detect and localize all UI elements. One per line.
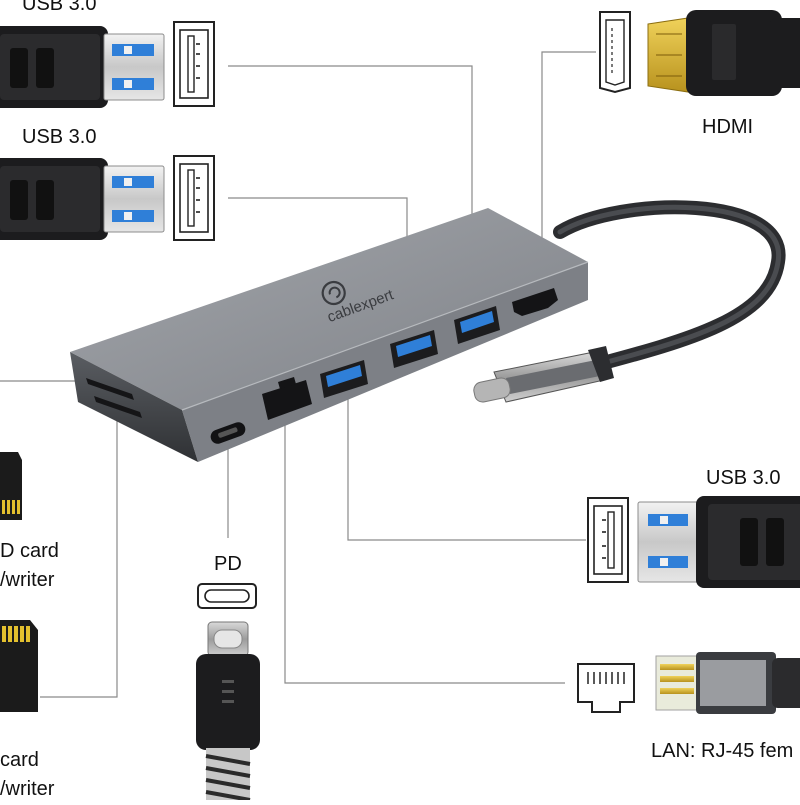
- usb-plug-right: [637, 496, 800, 588]
- rj45-plug: [655, 652, 800, 714]
- hub-usb-port-1: [320, 360, 368, 398]
- callout-hdmi: [541, 51, 596, 290]
- label-usb-second: USB 3.0: [22, 126, 97, 148]
- hub-rj45-port: [262, 377, 312, 420]
- callout-rj45: [284, 410, 565, 684]
- hub-left-face: [70, 352, 198, 462]
- hub-cable: [553, 200, 786, 373]
- label-sd-line1: D card: [0, 540, 59, 562]
- label-usb-right: USB 3.0: [706, 467, 781, 489]
- rj45-port-icon: [577, 663, 635, 713]
- usb-plug-second: [0, 158, 165, 240]
- hdmi-port-icon: [599, 11, 631, 94]
- hub-usb-port-2: [390, 330, 438, 368]
- hub-top-face: [70, 208, 588, 410]
- label-hdmi: HDMI: [702, 116, 754, 138]
- sd-card: [0, 620, 38, 712]
- label-sd-line2: /writer: [0, 569, 55, 591]
- label-pd: PD: [214, 553, 242, 575]
- usb-port-icon-second: [173, 155, 215, 241]
- usb-port-icon-right: [587, 497, 629, 583]
- label-tf-line1: card: [0, 749, 39, 771]
- hub-body: [70, 208, 589, 462]
- hub-usb-c-port: [210, 422, 246, 444]
- callout-usb-right: [347, 392, 586, 541]
- label-tf-line2: /writer: [0, 778, 55, 800]
- hub-hdmi-port: [512, 288, 558, 316]
- micro-sd-card: [0, 452, 22, 520]
- hdmi-plug: [647, 10, 800, 96]
- label-lan: LAN: RJ-45 fem: [651, 740, 794, 762]
- sd-card-slots: [86, 378, 142, 418]
- hub-usb-c-plug: [473, 346, 614, 403]
- label-usb-top: USB 3.0: [22, 0, 97, 15]
- hub-usb-port-3: [454, 306, 500, 344]
- usb-plug-top: [0, 26, 165, 108]
- usb-port-icon-top: [173, 21, 215, 107]
- callout-tf: [40, 415, 118, 698]
- pd-port-icon: [197, 583, 257, 609]
- pd-usb-c-plug: [196, 621, 260, 802]
